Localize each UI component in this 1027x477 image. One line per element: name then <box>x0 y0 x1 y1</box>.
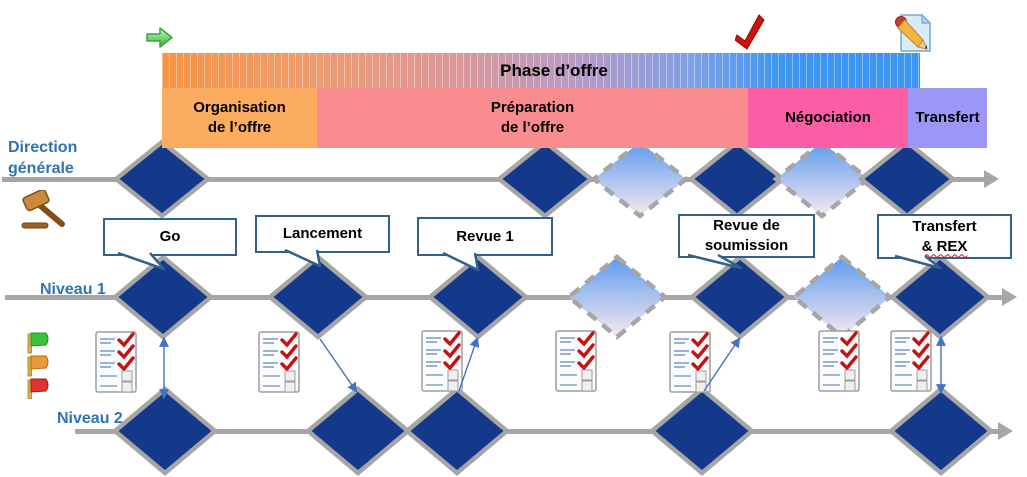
lane-line-direction-generale <box>2 177 986 182</box>
callout-transfert-rex: Transfert & REX <box>877 214 1012 259</box>
flags-icon <box>24 331 54 404</box>
callout-line: soumission <box>704 237 789 254</box>
callout-go: Go <box>103 218 237 256</box>
callout-line: Lancement <box>282 225 363 242</box>
callout-line: Revue 1 <box>456 227 514 245</box>
milestone-diamond <box>304 386 412 476</box>
checklist-icon <box>258 331 300 398</box>
callout-line: Revue de <box>713 217 780 234</box>
callout-lancement: Lancement <box>255 215 390 253</box>
milestone-diamond <box>266 254 370 340</box>
checklist-icon <box>818 330 860 397</box>
lane-line-niveau-2 <box>75 429 1000 434</box>
gavel-icon <box>20 188 66 237</box>
milestone-diamond <box>857 139 957 219</box>
milestone-diamond <box>111 386 219 476</box>
phase-band-organisation: Organisation de l’offre <box>162 88 317 148</box>
lane-label-niveau-2: Niveau 2 <box>57 410 123 427</box>
callout-line: Transfert <box>912 217 977 235</box>
milestone-diamond <box>887 386 995 476</box>
red-check-icon <box>734 14 765 55</box>
lane-label-direction-generale: Direction générale <box>8 139 78 177</box>
lane-arrowhead-niveau-2 <box>998 422 1013 440</box>
lane-arrowhead-niveau-1 <box>1002 288 1017 306</box>
callout-revue-de-soumission: Revue de soumission <box>678 214 815 258</box>
milestone-diamond <box>688 254 792 340</box>
checklist-icon <box>95 331 137 398</box>
phase-band-transfert: Transfert <box>908 88 987 148</box>
milestone-diamond-dashed <box>772 139 872 219</box>
lane-arrowhead-direction-generale <box>984 170 999 188</box>
checklist-icon <box>555 330 597 397</box>
checklist-icon <box>421 330 463 397</box>
timeline-ticks <box>162 53 920 88</box>
milestone-diamond <box>495 139 595 219</box>
phase-band-negociation: Négociation <box>748 88 908 148</box>
phase-timeline-banner: Phase d’offre <box>162 53 920 88</box>
milestone-diamond <box>648 386 756 476</box>
milestone-diamond <box>111 254 215 340</box>
milestone-diamond <box>112 139 212 219</box>
phase-banner-title: Phase d’offre <box>500 60 608 80</box>
lane-label-niveau-1: Niveau 1 <box>40 281 106 298</box>
checklist-icon <box>890 330 932 397</box>
checklist-icon <box>669 331 711 398</box>
edit-document-icon <box>892 12 934 59</box>
callout-line: & REX <box>921 237 968 255</box>
callout-revue-1: Revue 1 <box>417 217 553 256</box>
milestone-diamond <box>403 386 511 476</box>
callout-line: Go <box>159 228 181 245</box>
milestone-diamond-dashed <box>565 254 669 340</box>
milestone-diamond-dashed <box>590 139 690 219</box>
phase-band-preparation: Préparation de l’offre <box>317 88 748 148</box>
start-arrow-icon <box>146 26 174 54</box>
